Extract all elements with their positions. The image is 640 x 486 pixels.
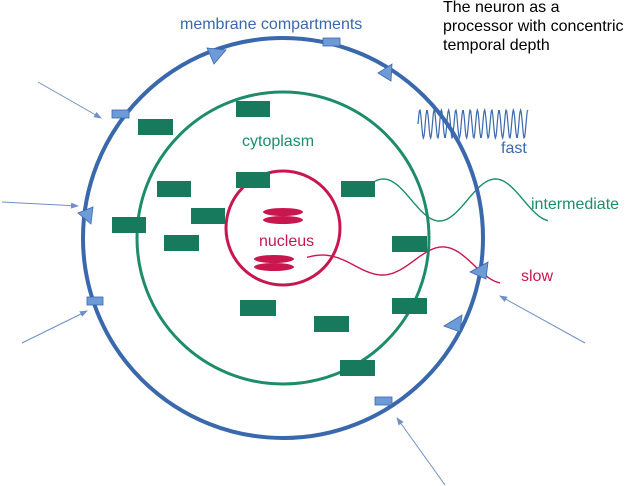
membrane-notch [206, 47, 227, 65]
cytoplasm-circle [135, 90, 431, 386]
membrane-notch [443, 314, 463, 333]
input-arrow-bottom [396, 417, 446, 486]
cytoplasm-element [138, 119, 173, 135]
title-line: The neuron as a [443, 0, 560, 16]
cytoplasm-element [112, 217, 146, 233]
title-line: temporal depth [443, 37, 550, 54]
membrane-notch [377, 63, 393, 82]
membrane-notch [77, 206, 94, 225]
cytoplasm-element [392, 298, 427, 314]
membrane-marker [322, 37, 341, 47]
nucleus-element [263, 208, 303, 216]
input-arrow-left [1, 201, 79, 209]
diagram-title: The neuron as a processor with concentri… [443, 0, 640, 55]
input-arrow-right [499, 295, 586, 344]
membrane-markers [77, 37, 489, 406]
nucleus-label: nucleus [259, 233, 314, 250]
input-arrows [1, 81, 586, 486]
membrane-notch [469, 261, 489, 280]
nucleus-element [254, 255, 294, 263]
nucleus-elements [254, 208, 303, 271]
nucleus-element [263, 216, 303, 224]
slow-label: slow [521, 268, 553, 285]
cytoplasm-element [341, 181, 375, 197]
title-line: processor with concentric [443, 18, 624, 35]
input-arrow-bottom-left [21, 310, 88, 344]
cytoplasm-label: cytoplasm [242, 133, 314, 150]
cytoplasm-elements [112, 101, 427, 376]
cytoplasm-element [392, 236, 427, 252]
membrane-marker [374, 396, 393, 406]
intermediate-label: intermediate [531, 196, 619, 213]
input-arrow-top-left [37, 81, 102, 119]
slow-wave [306, 246, 501, 284]
membrane-marker [86, 296, 104, 306]
nucleus-element [254, 263, 294, 271]
cytoplasm-element [340, 360, 375, 376]
membrane-circle [81, 36, 485, 440]
fast-label: fast [501, 140, 527, 157]
cytoplasm-element [157, 181, 191, 197]
cytoplasm-element [240, 300, 276, 316]
cytoplasm-element [236, 101, 270, 117]
cytoplasm-element [236, 172, 270, 188]
cytoplasm-element [314, 316, 349, 332]
cytoplasm-element [191, 208, 225, 224]
membrane-label: membrane compartments [180, 16, 362, 33]
cytoplasm-element [164, 235, 199, 251]
fast-wave [417, 107, 529, 141]
membrane-marker [111, 109, 130, 119]
nucleus-circle [224, 169, 342, 287]
intermediate-wave [374, 178, 549, 222]
